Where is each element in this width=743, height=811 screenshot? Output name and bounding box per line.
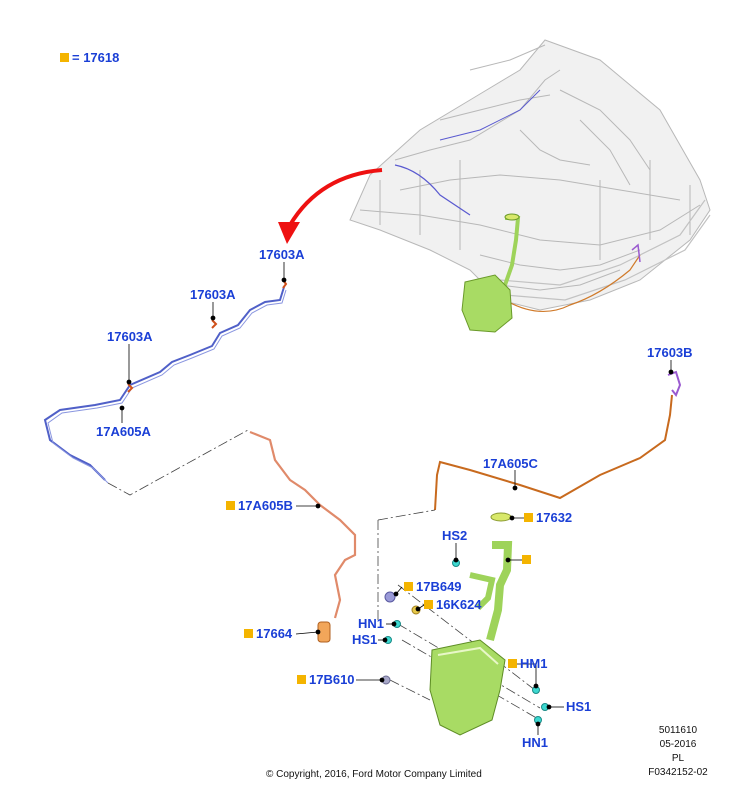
label-17603B: 17603B <box>647 345 693 360</box>
leader-lines <box>119 262 674 735</box>
grommet-17B649 <box>384 591 396 603</box>
diagram-date: 05-2016 <box>659 739 697 750</box>
square-icon <box>524 513 533 522</box>
legend-square-icon <box>60 53 69 62</box>
diagram-figure-id: F0342152-02 <box>648 767 708 778</box>
installed-harness-orange <box>504 254 641 313</box>
bracket-17603B <box>667 370 682 397</box>
label-HS2: HS2 <box>442 528 468 543</box>
square-icon <box>226 501 235 510</box>
copyright-text: © Copyright, 2016, Ford Motor Company Li… <box>266 769 482 780</box>
label-17A605A: 17A605A <box>96 424 151 439</box>
label-16K624: 16K624 <box>424 598 482 612</box>
installed-bracket-purple <box>631 243 641 263</box>
diagram-code-1: 5011610 <box>658 725 698 736</box>
legend: = 17618 <box>60 51 119 65</box>
installed-harness-blue-top <box>439 89 541 141</box>
installed-reservoir <box>461 213 521 333</box>
vehicle-front-structure <box>349 39 711 311</box>
clip-17603A-3 <box>127 383 134 393</box>
filler-cap-17632 <box>490 512 512 522</box>
harness-17A605A <box>43 286 287 484</box>
square-icon <box>244 629 253 638</box>
harness-17A605C <box>434 394 673 511</box>
label-17603A-2: 17603A <box>190 287 236 302</box>
label-HS1-b: HS1 <box>566 699 592 714</box>
label-17B610: 17B610 <box>297 673 355 687</box>
reservoir-17618 <box>429 541 513 736</box>
label-HM1: HM1 <box>508 657 547 671</box>
installed-harness-blue <box>394 164 471 216</box>
front-bumper-beam <box>499 199 711 301</box>
label-HN1-a: HN1 <box>358 616 385 631</box>
square-icon <box>297 675 306 684</box>
label-17A605B: 17A605B <box>226 499 293 513</box>
harness-17A605B <box>249 430 357 619</box>
label-17618-square <box>522 553 534 567</box>
square-icon <box>404 582 413 591</box>
square-icon <box>522 555 531 564</box>
label-17603A-1: 17603A <box>259 247 305 262</box>
red-curved-arrow <box>288 168 383 227</box>
red-arrow-head <box>278 222 300 244</box>
label-17B649: 17B649 <box>404 580 462 594</box>
label-17664: 17664 <box>244 627 292 641</box>
square-icon <box>424 600 433 609</box>
square-icon <box>508 659 517 668</box>
label-HS1-a: HS1 <box>352 632 378 647</box>
label-17632: 17632 <box>524 511 572 525</box>
label-17A605C: 17A605C <box>483 456 538 471</box>
label-HN1-b: HN1 <box>522 735 549 750</box>
clip-17603A-2 <box>211 319 218 329</box>
diagram-region: PL <box>671 753 685 764</box>
label-17603A-3: 17603A <box>107 329 153 344</box>
